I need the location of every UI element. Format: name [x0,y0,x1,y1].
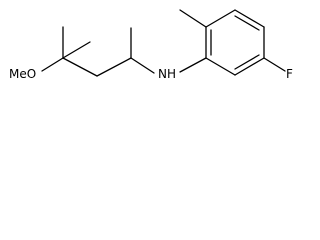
quaternary-methyl-b-bond [62,41,91,59]
quaternary-oxygen-bond [41,57,64,72]
ch2-quaternary-bond [62,57,98,77]
benzene-ring [205,9,265,76]
ring-bond-c2-c3 [205,9,236,28]
ring-double-bond-c3-c4 [234,15,260,31]
fluorine-bond [263,57,286,72]
nitrogen-label: NH [158,67,176,81]
chemical-structure: NH MeO F [9,9,293,81]
methoxy-label: MeO [9,67,36,81]
ring-methyl-bond [179,9,207,28]
aryl-nitrogen-bond [179,57,207,73]
nitrogen-alkyl-bond [130,57,155,74]
ring-double-bond-c5-c6 [234,54,260,70]
fluorine-label: F [286,67,293,81]
ring-bond-c3-c4 [234,9,265,28]
ch-ch2-bond [96,57,132,77]
ring-bond-c5-c6 [234,57,265,76]
ring-bond-c6-c1 [205,57,236,76]
